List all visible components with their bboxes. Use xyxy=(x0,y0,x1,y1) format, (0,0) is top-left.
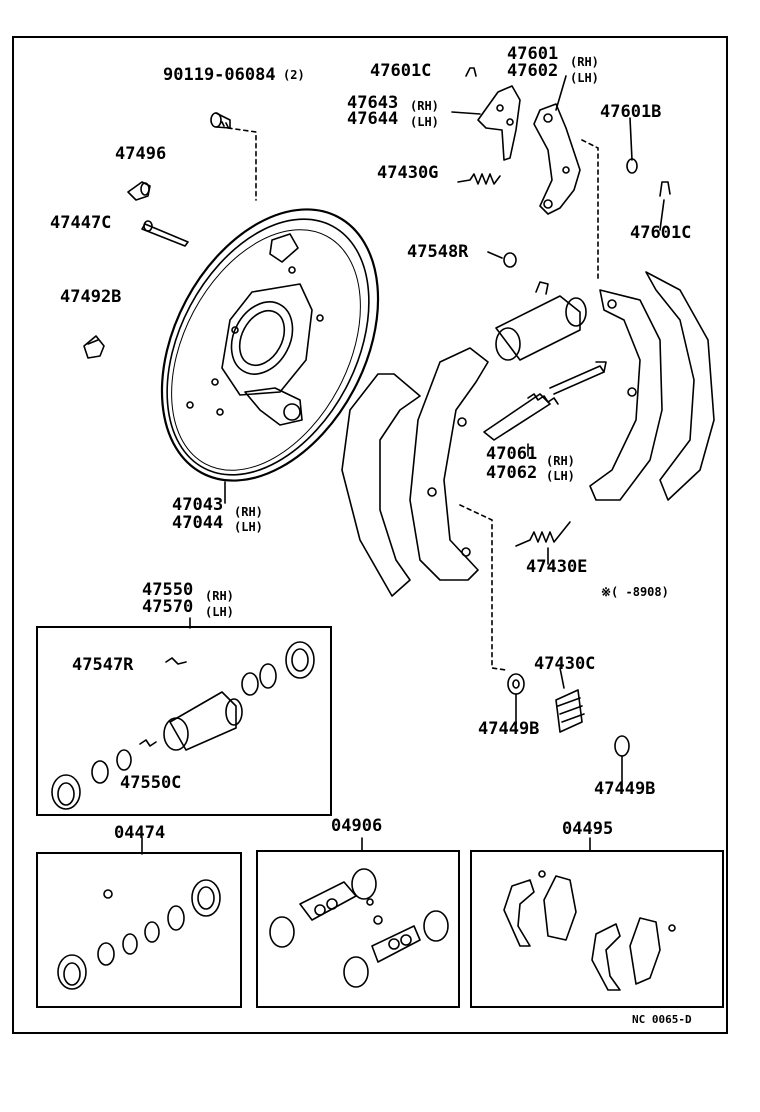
part-side-47602: (LH) xyxy=(570,71,599,85)
part-label-47601c-top: 47601C xyxy=(370,61,432,81)
part-side-47550: (RH) xyxy=(205,589,234,603)
kit-04495-box xyxy=(470,850,724,1008)
part-label-47602: 47602 xyxy=(507,61,559,81)
part-label-90119: 90119-06084 xyxy=(163,65,276,85)
rod-part xyxy=(141,220,189,247)
spring-part xyxy=(515,521,571,547)
kit-04906-box xyxy=(256,850,460,1008)
cylinder-kit-box xyxy=(36,626,332,816)
kit-04474-box xyxy=(36,852,242,1008)
part-label-47043: 47043 xyxy=(172,495,224,515)
part-side-47570: (LH) xyxy=(205,605,234,619)
part-label-04495: 04495 xyxy=(562,819,614,839)
spring-part xyxy=(555,689,585,733)
part-qty-90119: (2) xyxy=(283,68,305,82)
part-side-47061: (RH) xyxy=(546,454,575,468)
part-label-04474: 04474 xyxy=(114,823,166,843)
pin-part xyxy=(127,181,151,201)
part-label-47601: 47601 xyxy=(507,44,559,64)
clip-part xyxy=(465,67,477,77)
part-label-47044: 47044 xyxy=(172,513,224,533)
part-label-47601c-right: 47601C xyxy=(630,223,692,243)
part-label-47062: 47062 xyxy=(486,463,538,483)
part-label-47644: 47644 xyxy=(347,109,399,129)
part-label-47447c: 47447C xyxy=(50,213,112,233)
washer-part xyxy=(614,735,630,757)
part-side-47643: (RH) xyxy=(410,99,439,113)
bleeder-part xyxy=(503,252,517,268)
bolt-part xyxy=(210,112,231,129)
part-label-47492b: 47492B xyxy=(60,287,122,307)
part-label-47449b-b: 47449B xyxy=(594,779,656,799)
part-label-47061: 47061 xyxy=(486,444,538,464)
part-label-47548r: 47548R xyxy=(407,242,469,262)
wheel-cylinder-part xyxy=(495,281,587,361)
part-label-47547r: 47547R xyxy=(72,655,134,675)
part-side-47043: (RH) xyxy=(234,505,263,519)
part-label-47430g: 47430G xyxy=(377,163,439,183)
part-label-04906: 04906 xyxy=(331,816,383,836)
note-range: ※( -8908) xyxy=(601,585,669,599)
part-label-47601b: 47601B xyxy=(600,102,662,122)
part-side-47062: (LH) xyxy=(546,469,575,483)
shoe-kit-04495-drawing xyxy=(503,870,676,991)
brake-shoe-left xyxy=(341,347,489,597)
part-side-47601: (RH) xyxy=(570,55,599,69)
spring-part xyxy=(457,173,501,185)
adjuster-part xyxy=(483,361,607,441)
part-label-47550: 47550 xyxy=(142,580,194,600)
diagram-frame xyxy=(12,36,728,1034)
part-label-47550c: 47550C xyxy=(120,773,182,793)
part-side-47044: (LH) xyxy=(234,520,263,534)
part-label-47449b-a: 47449B xyxy=(478,719,540,739)
washer-part xyxy=(507,673,525,695)
diagram-code: NC 0065-D xyxy=(632,1013,692,1026)
lever-part xyxy=(533,103,581,215)
part-label-47430e: 47430E xyxy=(526,557,588,577)
clip-part xyxy=(659,181,671,197)
repair-kit-04906-drawing xyxy=(269,868,449,988)
part-label-47643: 47643 xyxy=(347,93,399,113)
cap-part xyxy=(83,335,105,359)
washer-part xyxy=(626,158,638,174)
part-label-47430c: 47430C xyxy=(534,654,596,674)
part-label-47570: 47570 xyxy=(142,597,194,617)
part-label-47496: 47496 xyxy=(115,144,167,164)
repair-kit-04474-drawing xyxy=(57,879,221,990)
plate-part xyxy=(477,85,521,161)
brake-shoe-right xyxy=(589,271,715,501)
cylinder-kit-drawing xyxy=(51,641,315,810)
backing-plate xyxy=(160,208,380,482)
part-side-47644: (LH) xyxy=(410,115,439,129)
